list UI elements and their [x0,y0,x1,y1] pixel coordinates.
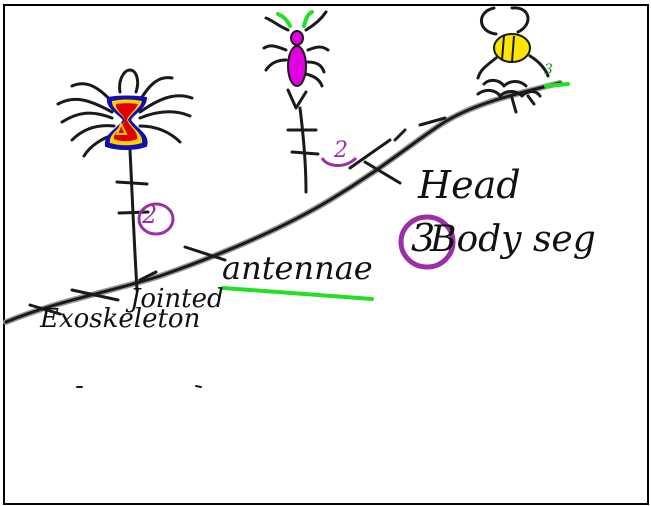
body-seg-count-circle [398,214,456,270]
insect-branch [286,106,320,194]
label-body-seg-count: 3 [411,216,436,260]
purple-insect-icon [262,10,330,110]
stray-mark [195,385,202,388]
label-body-segments: Body seg [430,219,596,260]
label-insect-count: 2 [334,138,348,163]
black-widow-spider-icon [56,68,194,158]
label-jointed: Jointed [130,284,224,314]
tree-trunk [3,80,563,325]
antennae-underline [221,286,374,301]
label-exoskeleton: Exoskeleton [40,304,201,334]
label-antennae: antennae [222,249,373,287]
canvas-frame [3,4,649,505]
label-bee-count: 3 [544,62,553,78]
label-head: Head [418,163,521,207]
spider-count-circle [137,202,175,236]
spider-branch [115,148,150,292]
bee-icon [476,6,570,114]
insect-count-mark [320,156,358,167]
label-spider-count: 2 [142,201,158,229]
